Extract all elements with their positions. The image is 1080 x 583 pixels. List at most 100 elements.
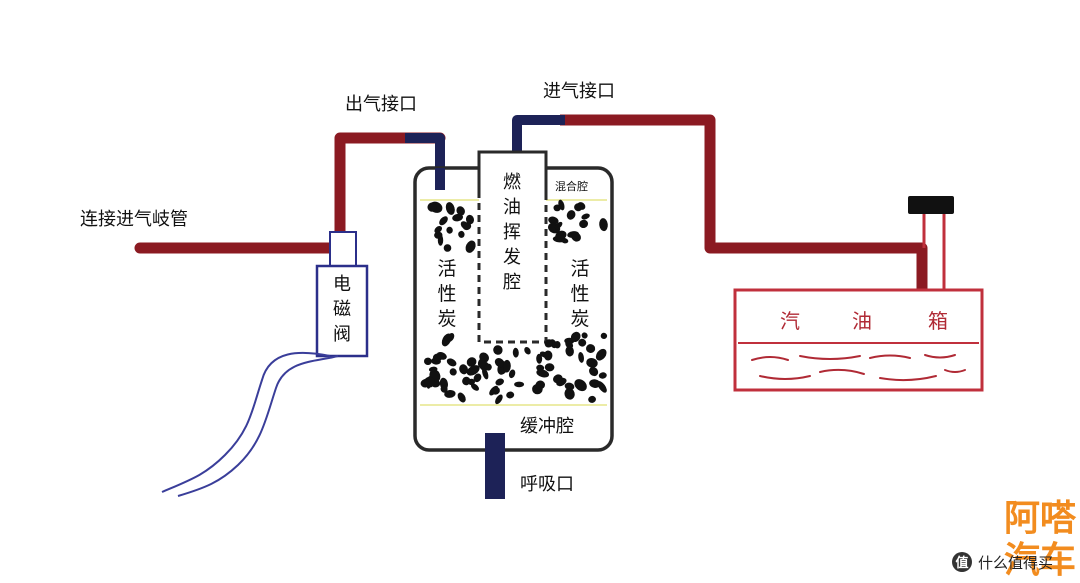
carbon-particle xyxy=(456,206,465,216)
carbon-particle xyxy=(555,230,567,241)
carbon-particle xyxy=(564,388,575,400)
buffer-chamber-label: 缓冲腔 xyxy=(520,416,574,437)
carbon-particle xyxy=(424,357,432,366)
carbon-particle xyxy=(424,376,435,388)
carbon-right-char: 性 xyxy=(570,283,589,305)
carbon-particle xyxy=(581,332,588,339)
carbon-particle xyxy=(465,214,475,225)
carbon-particle xyxy=(459,364,469,375)
carbon-particle xyxy=(482,367,489,380)
fuel-waves xyxy=(751,354,966,382)
carbon-particle xyxy=(462,376,471,386)
fuel-tank-char: 箱 xyxy=(928,309,948,333)
outlet-port-label: 出气接口 xyxy=(345,94,417,115)
carbon-particle xyxy=(446,358,457,367)
carbon-particle xyxy=(495,378,504,386)
carbon-particle xyxy=(535,380,545,390)
carbon-particle xyxy=(565,340,574,349)
carbon-particle xyxy=(493,345,503,355)
carbon-particle xyxy=(566,210,576,220)
watermark-line1: 阿嗒 xyxy=(1004,498,1077,539)
solenoid-valve-char: 阀 xyxy=(333,324,351,345)
carbon-particle xyxy=(434,231,443,239)
carbon-right-label: 活 性 炭 xyxy=(570,258,589,330)
carbon-particle xyxy=(565,345,574,357)
carbon-particle xyxy=(443,244,452,252)
carbon-left-char: 活 xyxy=(437,258,456,280)
carbon-left-char: 性 xyxy=(437,283,456,305)
intake-manifold-label: 连接进气岐管 xyxy=(80,209,188,230)
carbon-particle xyxy=(446,226,453,234)
vapor-chamber-char: 燃 xyxy=(503,172,521,193)
carbon-particle xyxy=(444,389,456,398)
carbon-particle xyxy=(543,350,553,361)
site-logo-icon xyxy=(952,552,972,572)
carbon-right-char: 炭 xyxy=(570,308,589,330)
carbon-particle xyxy=(484,363,492,371)
carbon-left-label: 活 性 炭 xyxy=(437,258,456,330)
fuel-tank-char: 油 xyxy=(852,309,872,333)
carbon-particle xyxy=(588,395,596,403)
carbon-particle xyxy=(489,385,499,396)
carbon-particle xyxy=(436,352,447,360)
site-name: 什么值得买 xyxy=(978,554,1053,572)
carbon-particle xyxy=(460,221,470,230)
carbon-left-char: 炭 xyxy=(437,308,456,330)
inlet-pipe xyxy=(512,114,954,290)
fuel-vapor-chamber-label: 燃 油 挥 发 腔 xyxy=(503,172,521,293)
carbon-particle xyxy=(574,203,583,212)
watermark: 阿嗒 汽车 xyxy=(1004,498,1077,581)
carbon-particle xyxy=(536,369,550,378)
site-badge: 值 什么值得买 xyxy=(952,552,1053,572)
carbon-particle xyxy=(578,338,587,347)
carbon-particle xyxy=(553,374,563,384)
carbon-particle xyxy=(440,385,448,393)
carbon-right-char: 活 xyxy=(570,258,589,280)
carbon-particle xyxy=(427,202,437,212)
carbon-particles xyxy=(420,199,608,405)
carbon-particle xyxy=(589,366,599,377)
carbon-particle xyxy=(579,219,589,229)
vapor-chamber-char: 发 xyxy=(503,247,521,268)
carbon-particle xyxy=(574,379,587,392)
vapor-chamber-char: 油 xyxy=(503,197,521,218)
carbon-particle xyxy=(544,339,553,348)
watermark-line2: 汽车 xyxy=(1004,540,1076,581)
vapor-chamber-char: 腔 xyxy=(503,272,521,293)
carbon-particle xyxy=(465,240,476,253)
carbon-particle xyxy=(571,232,581,242)
carbon-particle xyxy=(544,363,555,372)
carbon-particle xyxy=(598,372,607,379)
carbon-particle xyxy=(494,358,505,368)
breathing-port-label: 呼吸口 xyxy=(520,474,574,495)
carbon-particle xyxy=(548,216,559,225)
carbon-particle xyxy=(457,392,466,403)
solenoid-valve-char: 电 xyxy=(333,274,351,295)
vacuum-hose xyxy=(161,351,339,497)
inlet-port-label: 进气接口 xyxy=(543,81,615,102)
carbon-particle xyxy=(554,221,563,230)
carbon-particle xyxy=(449,368,457,376)
carbon-particle xyxy=(495,394,503,405)
carbon-particle xyxy=(586,344,596,354)
carbon-particle xyxy=(508,369,516,379)
carbon-particle xyxy=(452,213,464,222)
carbon-particle xyxy=(445,202,455,215)
carbon-particle xyxy=(553,341,561,349)
carbon-particle xyxy=(470,383,480,391)
carbon-particle xyxy=(589,379,601,388)
fuel-tank-char: 汽 xyxy=(780,309,800,333)
outlet-pipe xyxy=(134,132,446,254)
carbon-particle xyxy=(595,348,607,361)
carbon-particle xyxy=(458,230,465,238)
carbon-particle xyxy=(599,218,608,232)
fuel-vapor-chamber-box xyxy=(477,150,548,344)
vapor-chamber-char: 挥 xyxy=(503,222,521,243)
mixing-chamber-label: 混合腔 xyxy=(555,179,588,193)
carbon-particle xyxy=(439,216,448,226)
carbon-particle xyxy=(581,213,590,220)
fuel-tank-label: 汽 油 箱 xyxy=(780,309,948,333)
carbon-particle xyxy=(561,238,569,244)
carbon-particle xyxy=(578,351,584,363)
carbon-particle xyxy=(469,368,476,376)
